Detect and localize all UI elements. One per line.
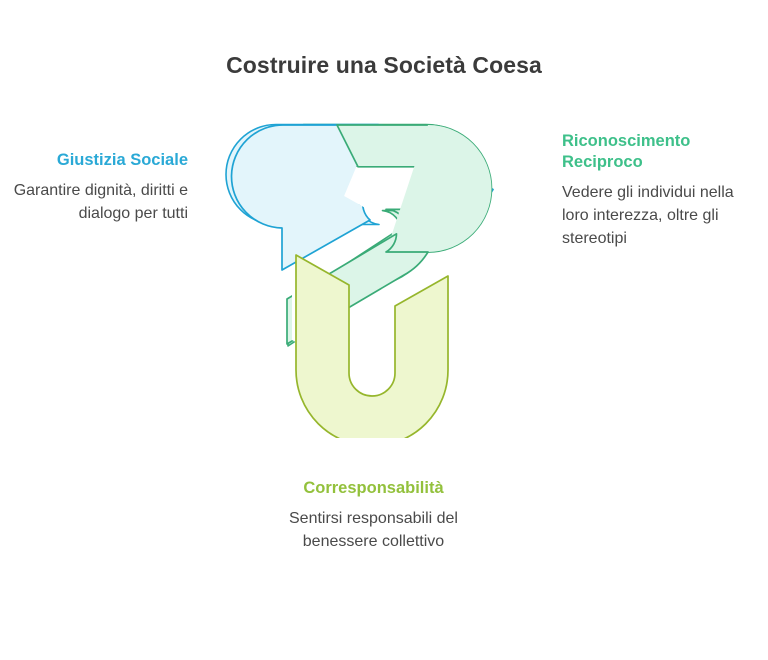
node-shared-responsibility-heading: Corresponsabilità: [303, 479, 444, 497]
node-social-justice: Giustizia Sociale Garantire dignità, dir…: [8, 150, 188, 226]
node-mutual-recognition-heading: Riconoscimento Reciproco: [562, 132, 691, 171]
trefoil-knot-diagram: [196, 108, 546, 438]
node-shared-responsibility-body: Sentirsi responsabili del benessere coll…: [289, 509, 458, 550]
node-mutual-recognition-body: Vedere gli individui nella loro interezz…: [562, 183, 734, 247]
node-social-justice-body: Garantire dignità, diritti e dialogo per…: [13, 181, 188, 222]
node-mutual-recognition: Riconoscimento Reciproco Vedere gli indi…: [562, 131, 752, 251]
node-shared-responsibility: Corresponsabilità Sentirsi responsabili …: [271, 478, 476, 554]
piece-shared-responsibility: [295, 254, 449, 438]
node-social-justice-heading: Giustizia Sociale: [56, 151, 188, 169]
page-title: Costruire una Società Coesa: [226, 52, 542, 78]
